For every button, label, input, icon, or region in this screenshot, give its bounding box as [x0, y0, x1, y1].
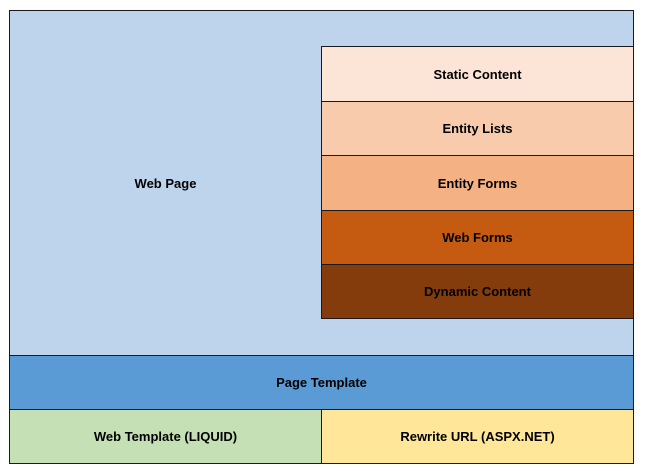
- static-content-block: Static Content: [321, 46, 634, 102]
- web-template-block: Web Template (LIQUID): [9, 409, 322, 464]
- rewrite-url-block: Rewrite URL (ASPX.NET): [321, 409, 634, 464]
- entity-lists-block: Entity Lists: [321, 101, 634, 156]
- dynamic-content-block: Dynamic Content: [321, 264, 634, 319]
- web-forms-block: Web Forms: [321, 210, 634, 265]
- page-template-block: Page Template: [9, 355, 634, 410]
- web-page-label: Web Page: [134, 175, 197, 191]
- entity-forms-block: Entity Forms: [321, 155, 634, 211]
